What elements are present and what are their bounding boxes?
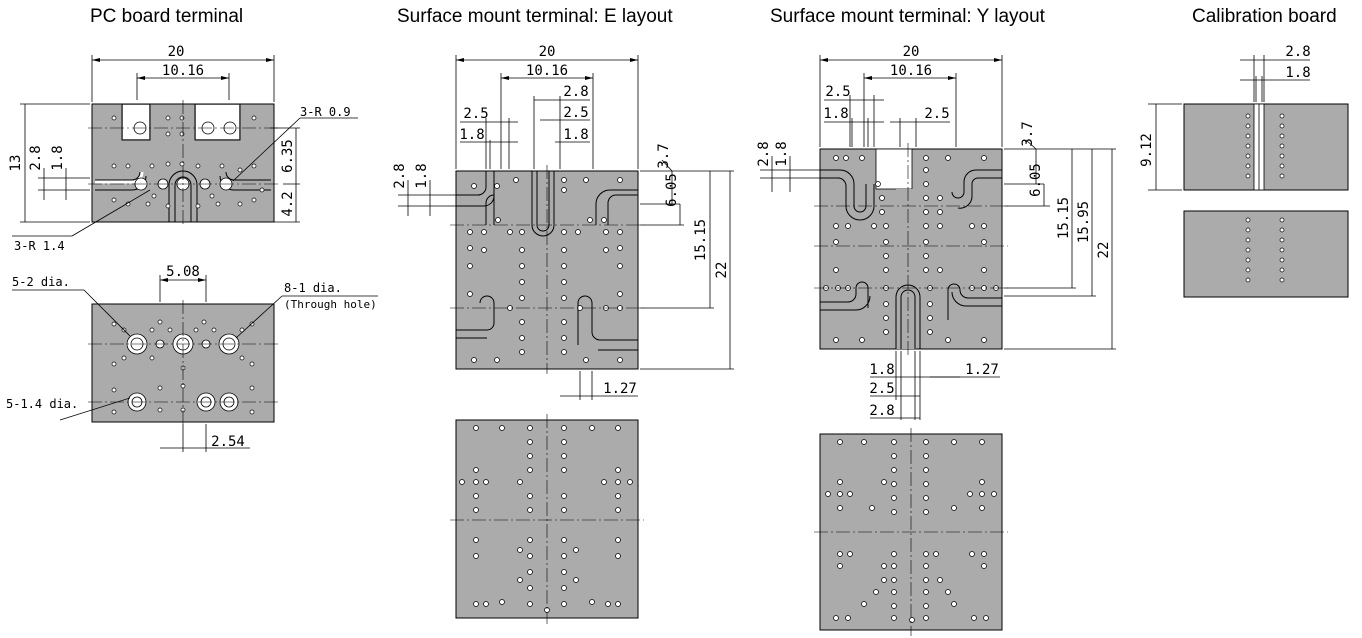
y-dim-15-95: 15.95 [1076, 201, 1092, 243]
cal-dims [1148, 55, 1310, 191]
e-dim-15-15: 15.15 [693, 219, 709, 261]
e-dim-2-8: 2.8 [563, 84, 588, 100]
y-dim-3-7: 3.7 [1020, 121, 1036, 146]
pc-board-bottom [12, 275, 378, 452]
e-dim-2-5-left: 2.5 [463, 106, 488, 122]
y-dim-1-27: 1.27 [965, 362, 999, 378]
y-dim-h-2-8: 2.8 [756, 141, 772, 166]
pc-dim-1-8: 1.8 [50, 145, 66, 170]
pc-dim-2-54: 2.54 [211, 434, 245, 450]
e-dim-3-7: 3.7 [656, 143, 672, 168]
e-board-bottom [450, 414, 644, 624]
y-dim-15-15: 15.15 [1056, 197, 1072, 239]
cal-dim-1-8: 1.8 [1285, 65, 1310, 81]
e-dim-h-1-8: 1.8 [414, 163, 430, 188]
pc-dim-r1-4: 3-R 1.4 [14, 239, 65, 253]
pc-dim-1-4-dia: 5-1.4 dia. [6, 397, 78, 411]
y-dims [760, 55, 1116, 420]
e-dim-20: 20 [539, 44, 556, 60]
e-board-top [450, 165, 644, 374]
pc-dim-13: 13 [8, 155, 24, 172]
title-y-layout: Surface mount terminal: Y layout [770, 6, 1045, 27]
y-dim-b-2-8: 2.8 [869, 403, 894, 419]
pc-dim-10-16: 10.16 [162, 63, 204, 79]
y-dim-b-1-8: 1.8 [869, 362, 894, 378]
y-dim-22: 22 [1096, 242, 1112, 259]
e-dim-1-27: 1.27 [603, 381, 637, 397]
pc-dim-r0-9: 3-R 0.9 [300, 105, 351, 119]
e-dim-6-05: 6.05 [664, 173, 680, 207]
pc-dim-4-2: 4.2 [280, 191, 296, 216]
pc-dim-2-dia: 5-2 dia. [12, 275, 70, 289]
y-dim-6-05: 6.05 [1028, 163, 1044, 197]
e-dims [398, 55, 734, 400]
pc-dim-20: 20 [168, 44, 185, 60]
e-dim-h-2-8: 2.8 [392, 163, 408, 188]
y-dim-b-2-5: 2.5 [869, 381, 894, 397]
y-dim-2-5-left: 2.5 [825, 84, 850, 100]
pc-board-top [88, 100, 280, 226]
e-dim-22: 22 [714, 262, 730, 279]
e-dim-1-8-left: 1.8 [459, 127, 484, 143]
cal-dim-9-12: 9.12 [1139, 133, 1155, 167]
pc-dim-through-hole: (Through hole) [284, 298, 377, 311]
e-dim-2-5-right: 2.5 [563, 105, 588, 121]
pc-dim-1-dia: 8-1 dia. [284, 281, 342, 295]
y-board-bottom [814, 428, 1008, 636]
y-dim-2-5-right: 2.5 [924, 106, 949, 122]
e-dim-10-16: 10.16 [526, 63, 568, 79]
y-dim-10-16: 10.16 [890, 63, 932, 79]
pc-dim-2-8: 2.8 [28, 145, 44, 170]
pc-dims-top [12, 55, 358, 237]
cal-board-bottom [1183, 210, 1349, 298]
cal-board-top [1183, 103, 1349, 191]
e-dim-1-8-right: 1.8 [563, 127, 588, 143]
pc-dim-6-35: 6.35 [280, 139, 296, 173]
y-dim-1-8-left: 1.8 [823, 106, 848, 122]
title-e-layout: Surface mount terminal: E layout [397, 6, 673, 27]
y-board-top [814, 143, 1008, 355]
y-dim-20: 20 [903, 44, 920, 60]
y-dim-h-1-8: 1.8 [774, 141, 790, 166]
title-calibration-board: Calibration board [1192, 6, 1337, 27]
title-pc-board-terminal: PC board terminal [90, 6, 244, 27]
cal-dim-2-8: 2.8 [1285, 44, 1310, 60]
pc-dim-5-08: 5.08 [166, 264, 200, 280]
